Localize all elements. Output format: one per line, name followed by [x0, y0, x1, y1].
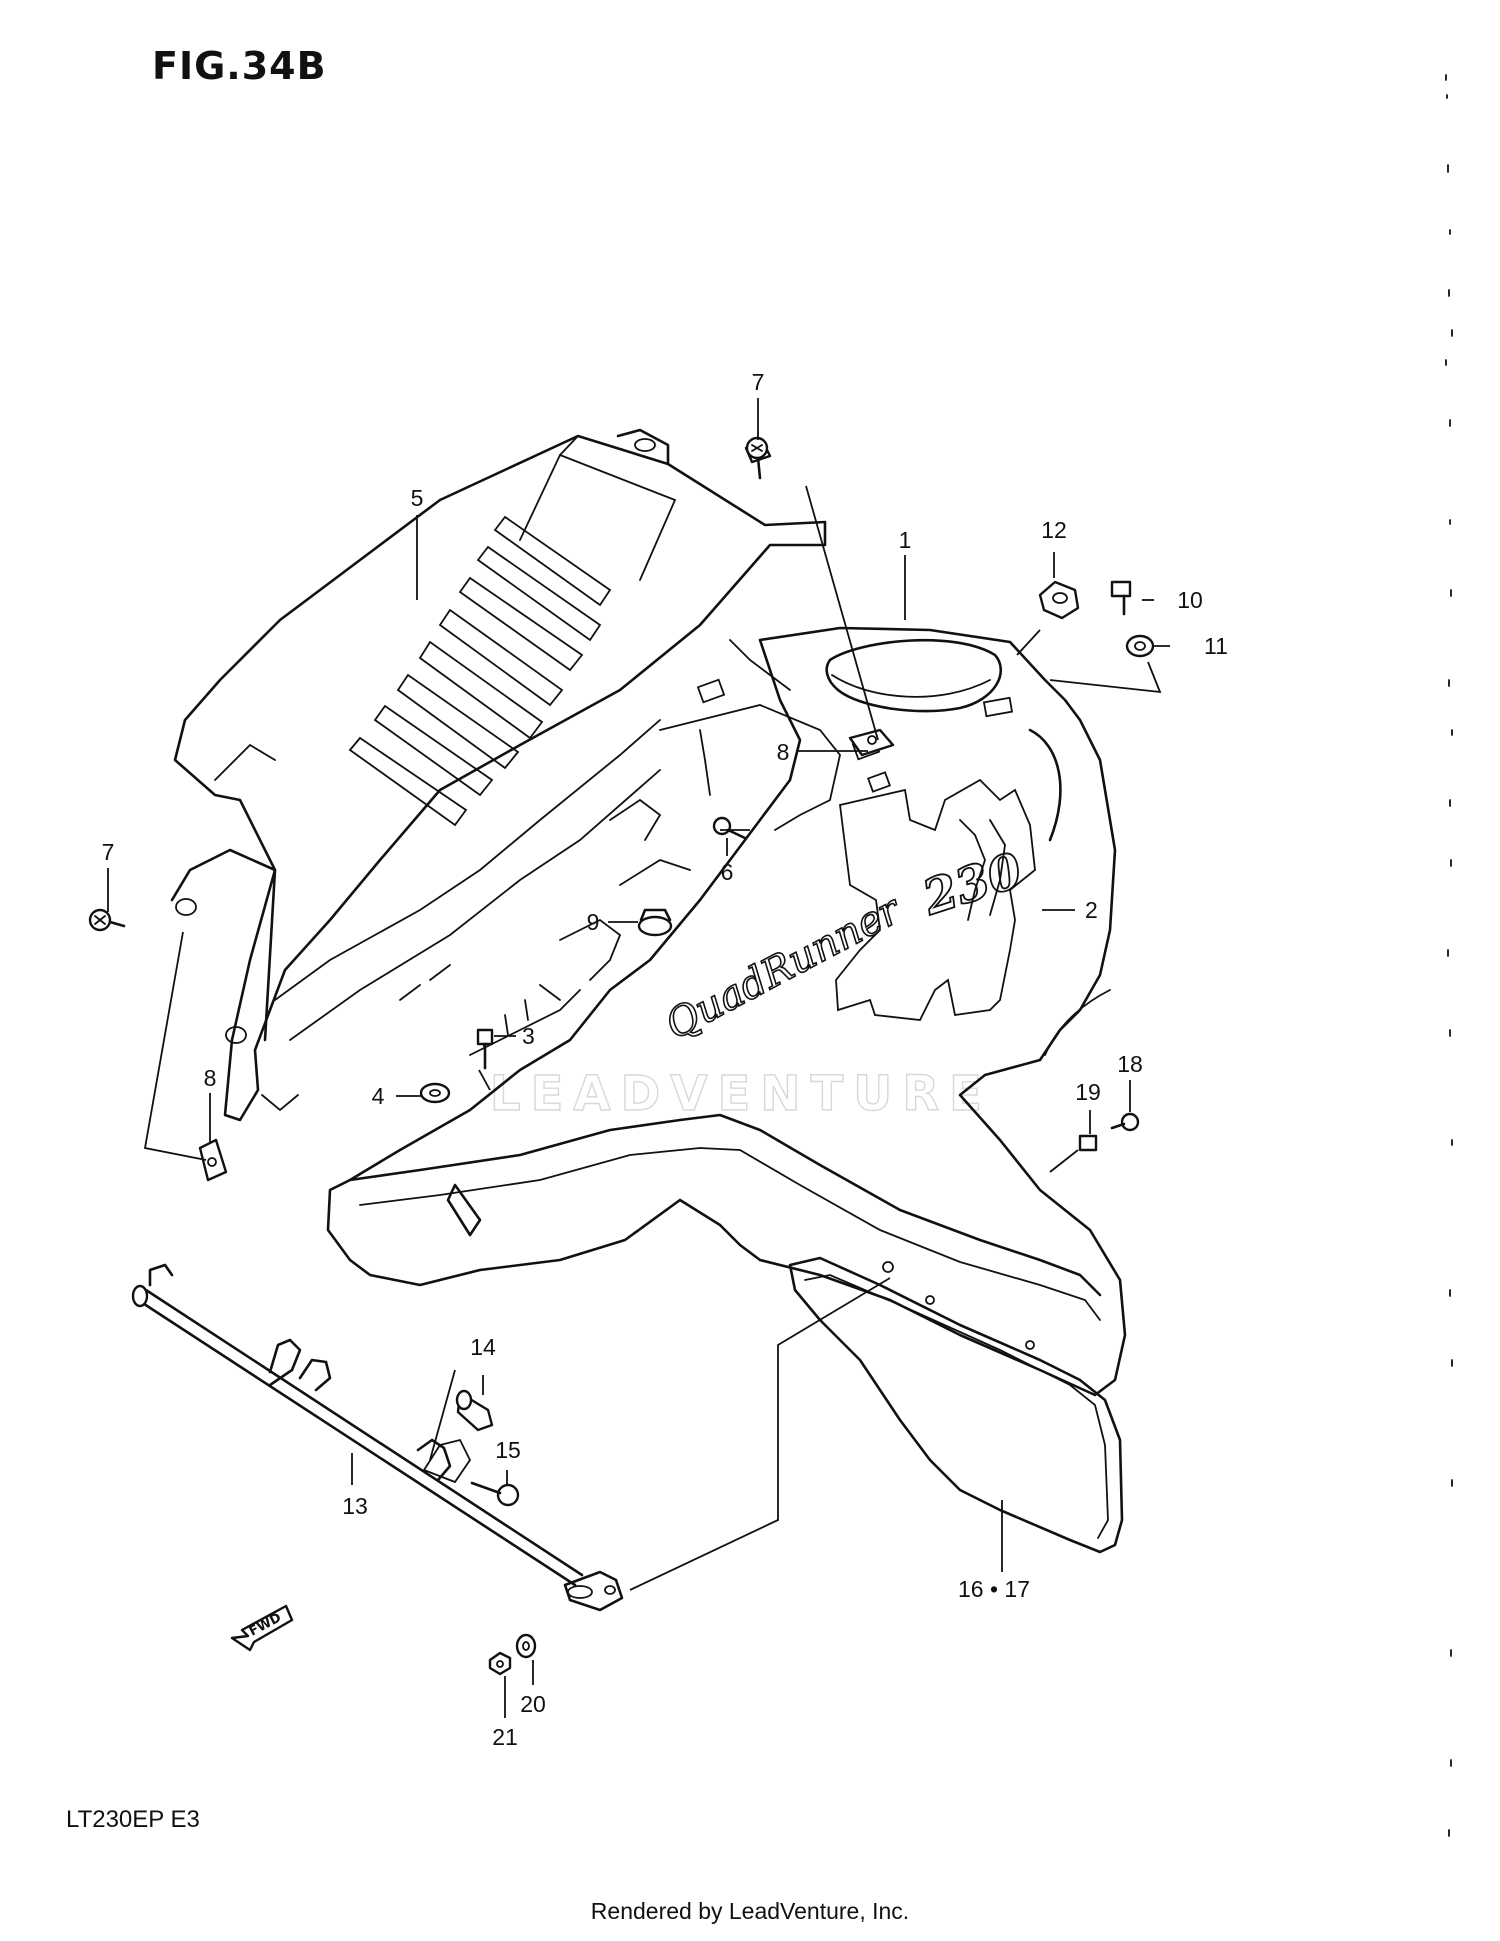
callout-16-17: 16 • 17 — [958, 1576, 1030, 1602]
front-fender-part-1: QuadRunner 230 — [326, 626, 1127, 1397]
callout-12: 12 — [1041, 517, 1067, 543]
washer-part-4 — [419, 1082, 451, 1104]
clip-part-8-lower — [198, 1138, 228, 1182]
callout-10: 10 — [1177, 587, 1203, 613]
watermark-text: LEADVENTURE — [490, 1066, 992, 1122]
grommet-part-12 — [1038, 580, 1080, 620]
fender-decal-model-text: 230 — [915, 842, 1029, 927]
callout-3: 3 — [522, 1023, 535, 1049]
clip-part-8-upper — [848, 728, 895, 757]
callout-18: 18 — [1117, 1051, 1143, 1077]
forward-direction-arrow-icon: FWD — [230, 1604, 294, 1652]
callout-labels: 1 2 3 4 5 6 7 7 8 8 9 10 11 12 13 14 15 … — [102, 369, 1228, 1750]
inner-panel-part-5 — [170, 428, 827, 1122]
callout-5: 5 — [411, 485, 424, 511]
brace-bar-part-13 — [131, 1263, 624, 1612]
grommet-part-9 — [637, 908, 673, 937]
bolt-part-18 — [1110, 1112, 1140, 1132]
callout-2: 2 — [1085, 897, 1098, 923]
callout-20: 20 — [520, 1691, 546, 1717]
spacer-part-14 — [422, 1389, 494, 1484]
bolt-part-7-upper — [744, 436, 772, 480]
fender-decal-text: QuadRunner — [658, 886, 910, 1049]
footer-credit: Rendered by LeadVenture, Inc. — [590, 1898, 910, 1924]
callout-1: 1 — [899, 527, 912, 553]
leader-lines — [107, 398, 1170, 1718]
collar-part-11 — [1125, 634, 1155, 658]
callout-4: 4 — [372, 1083, 385, 1109]
mud-guard-part-16-17 — [788, 1256, 1124, 1554]
bolt-part-6 — [712, 816, 747, 840]
figure-title: FIG.34B — [152, 44, 327, 88]
callout-7-upper: 7 — [752, 369, 765, 395]
callout-13: 13 — [342, 1493, 368, 1519]
callout-15: 15 — [495, 1437, 521, 1463]
callout-14: 14 — [470, 1334, 496, 1360]
bolt-part-15 — [470, 1481, 520, 1507]
scan-margin-marks — [1445, 74, 1453, 1837]
washer-part-20 — [515, 1633, 537, 1659]
bolt-part-10 — [1110, 580, 1132, 616]
nut-part-21 — [488, 1651, 512, 1676]
callout-6: 6 — [721, 859, 734, 885]
callout-7-left: 7 — [102, 839, 115, 865]
callout-19: 19 — [1075, 1079, 1101, 1105]
model-code: LT230EP E3 — [66, 1806, 200, 1833]
bolt-part-7-left — [88, 908, 126, 932]
callout-8-lower: 8 — [204, 1065, 217, 1091]
callout-9: 9 — [587, 909, 600, 935]
callout-11: 11 — [1204, 633, 1228, 659]
collar-part-19 — [1078, 1134, 1098, 1152]
callout-21: 21 — [492, 1724, 518, 1750]
bolt-part-3 — [476, 1028, 494, 1070]
callout-8-upper: 8 — [777, 739, 790, 765]
